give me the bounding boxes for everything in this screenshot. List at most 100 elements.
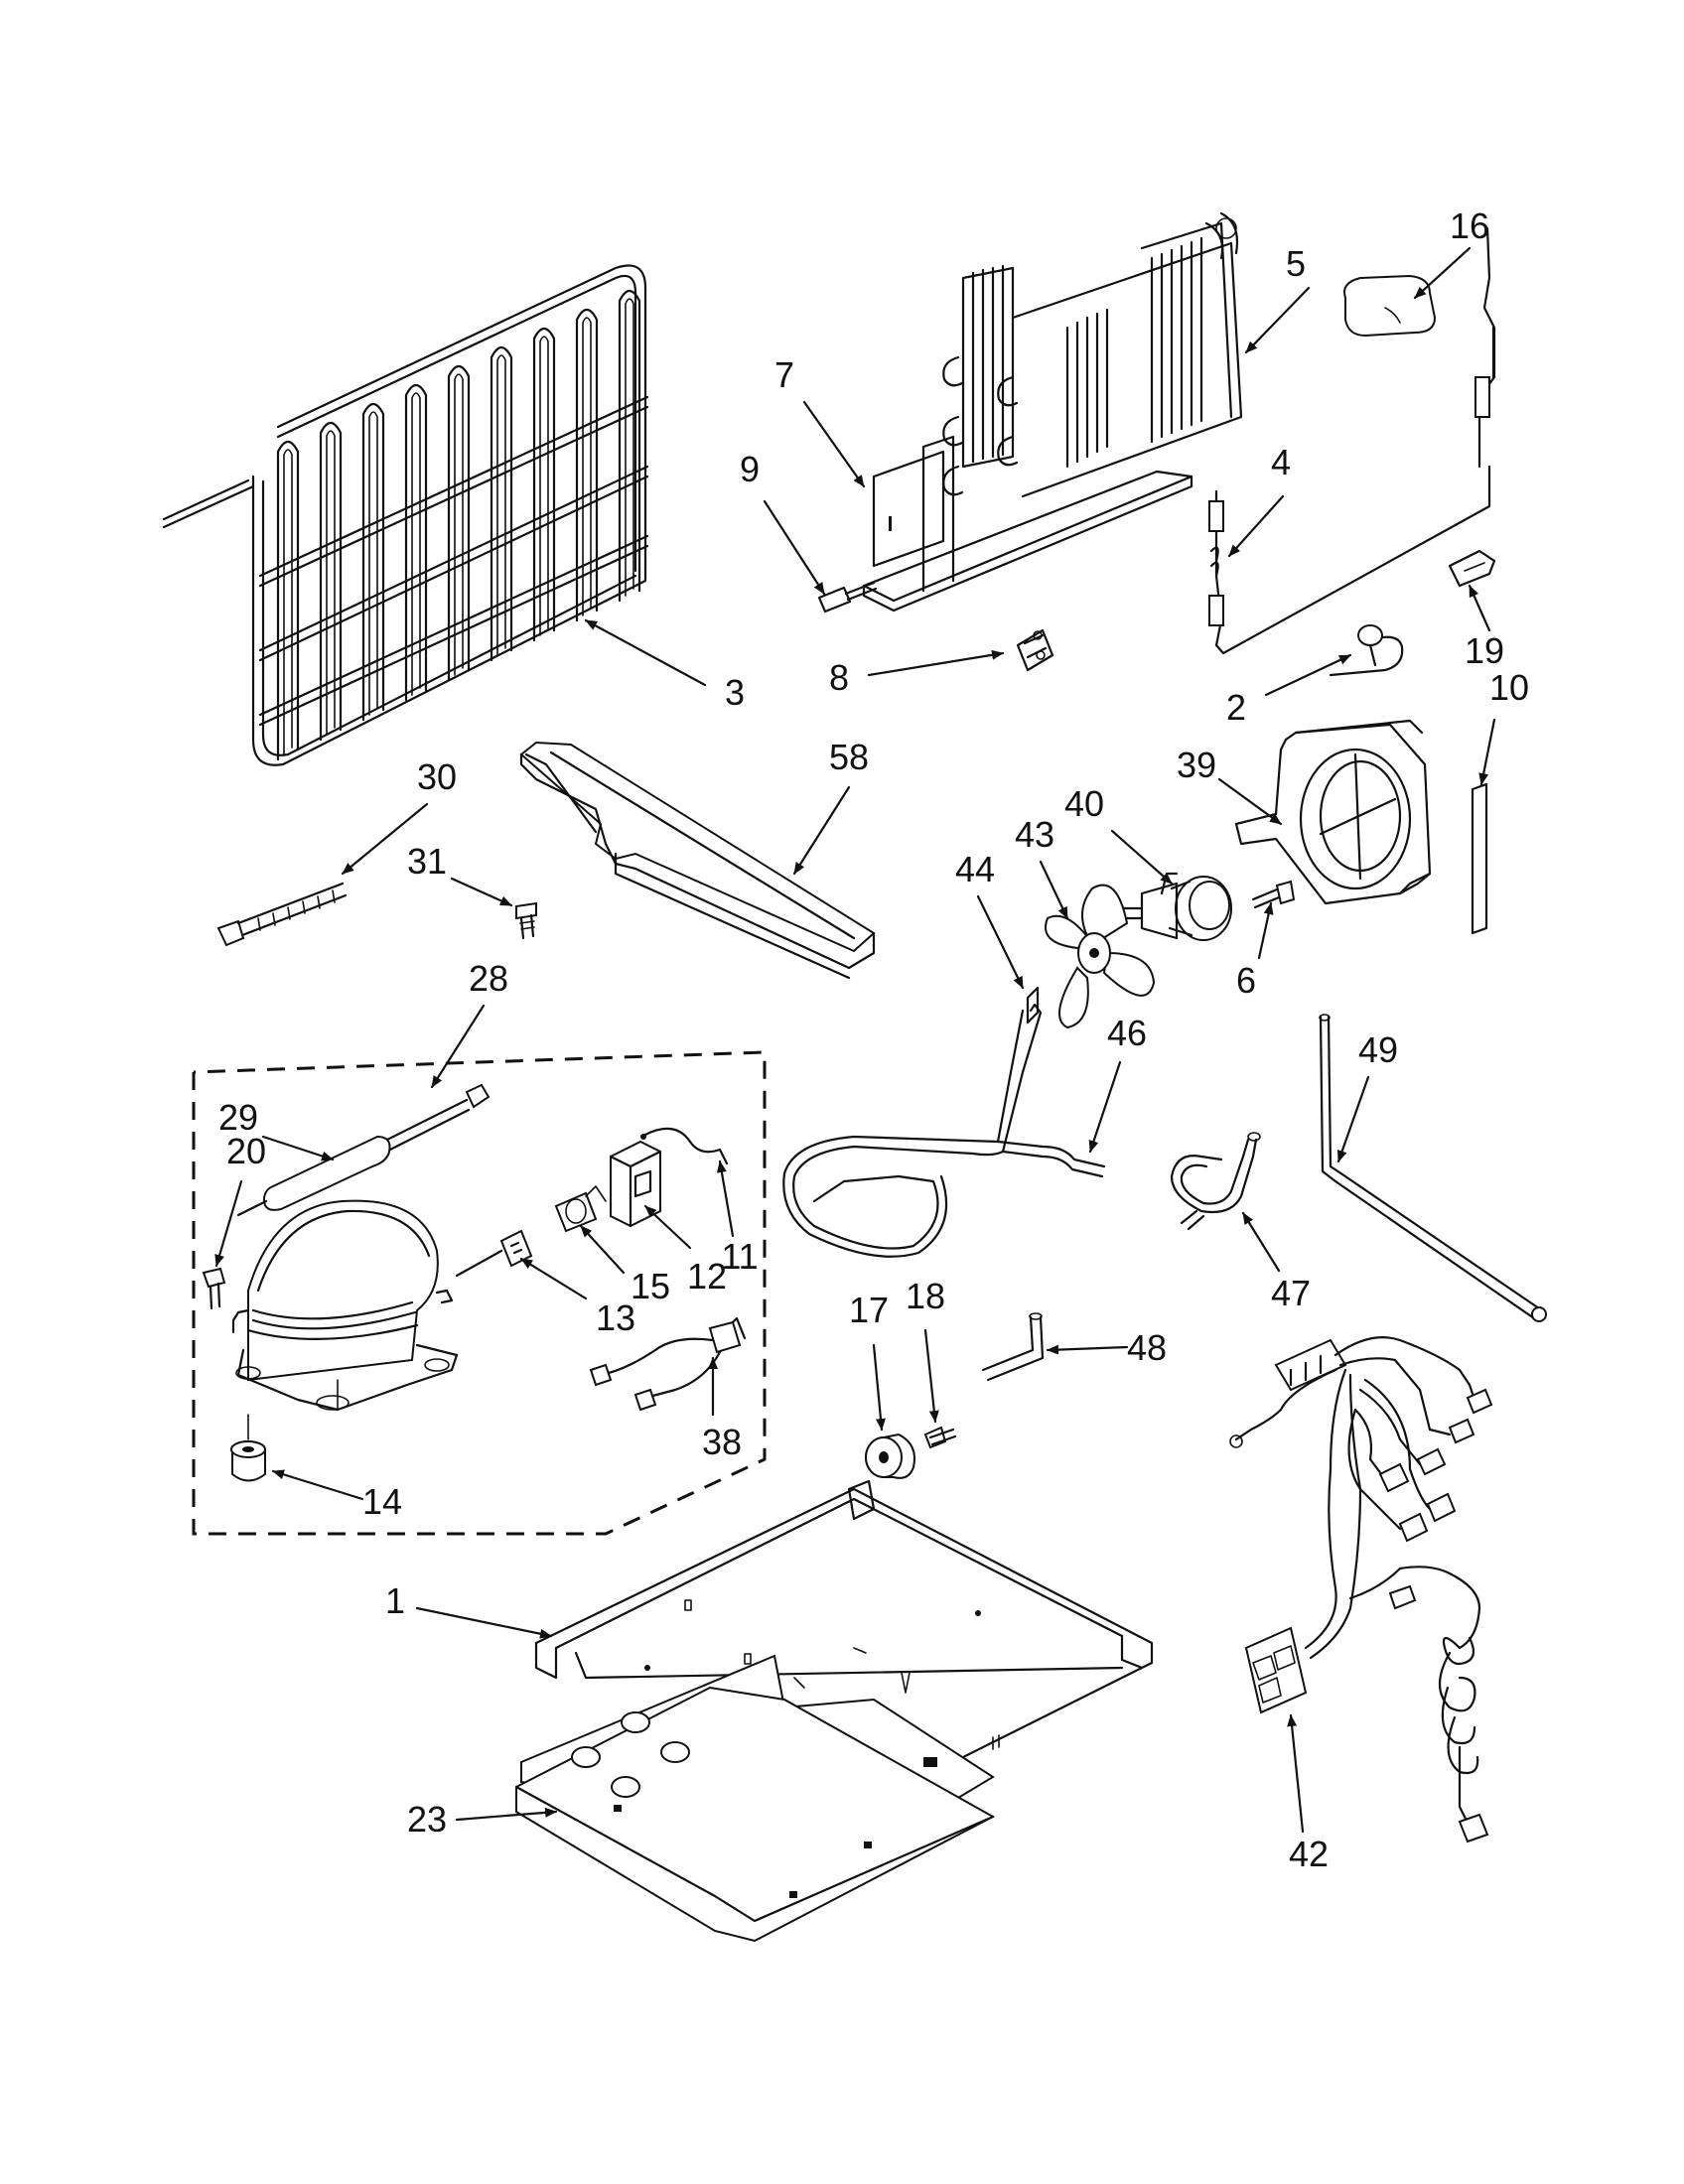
fan-blade-part [1045,884,1156,1029]
callout-31: 31 [407,841,447,882]
leader-19 [1468,584,1491,632]
fan-shroud-part [1234,719,1432,905]
callout-49: 49 [1358,1029,1398,1070]
insulation-part [514,1654,996,1943]
callout-2: 2 [1226,687,1246,728]
relay-clip-part [455,1229,533,1278]
clip-part-44 [1026,986,1040,1024]
callout-47: 47 [1271,1273,1311,1313]
leader-4 [1227,494,1285,558]
relay-part [609,1140,662,1228]
callout-14: 14 [362,1481,402,1522]
screw-part-9 [817,581,878,614]
callout-38: 38 [702,1422,742,1462]
leader-39 [1217,777,1283,826]
leader-8 [867,649,1005,677]
leader-17 [872,1343,886,1432]
leader-10 [1478,718,1496,786]
callout-3: 3 [725,672,745,713]
wire-part-11 [640,1127,729,1165]
callout-42: 42 [1289,1834,1329,1874]
callout-5: 5 [1286,243,1306,284]
callout-29: 29 [218,1097,258,1138]
callout-11: 11 [721,1236,758,1277]
leader-2 [1264,653,1352,697]
leader-30 [341,802,429,876]
drier-part [236,1083,491,1217]
fan-motor-part [1120,872,1232,941]
callout-13: 13 [596,1297,635,1338]
leader-23 [455,1807,558,1822]
cover-part-16 [1343,274,1437,338]
callout-1: 1 [385,1580,405,1621]
leader-16 [1413,246,1472,300]
overload-part [554,1185,607,1233]
screw-part-31 [515,901,537,940]
leader-7 [802,400,866,488]
callout-7: 7 [774,354,794,395]
callout-6: 6 [1236,960,1256,1001]
leader-11 [716,1160,735,1238]
compressor-part [231,1199,459,1412]
gasket-part-10 [1471,782,1488,935]
leader-6 [1257,901,1274,960]
leader-20 [214,1179,243,1268]
leader-49 [1336,1075,1370,1163]
leader-44 [976,894,1025,990]
callout-8: 8 [829,657,849,698]
leader-48 [1046,1344,1129,1355]
callout-30: 30 [417,756,457,797]
condenser-coil-part [162,264,649,766]
callout-19: 19 [1465,630,1504,671]
callout-labels: 1 2 3 4 5 6 7 8 9 10 11 12 13 14 15 16 1… [218,205,1529,1874]
clip-part-19 [1448,549,1496,588]
leader-13 [519,1257,588,1300]
defrost-wire-part [1208,226,1496,655]
callout-17: 17 [849,1290,889,1330]
tubing-part-47 [1170,1132,1261,1231]
screw-part-20 [202,1267,226,1310]
leader-18 [923,1328,939,1424]
leader-46 [1088,1060,1122,1154]
callout-46: 46 [1107,1013,1147,1053]
leader-9 [763,499,826,596]
grommet-part [230,1414,266,1482]
callout-12: 12 [687,1256,727,1297]
leader-15 [579,1224,626,1275]
leader-29 [261,1135,335,1161]
leader-3 [584,618,707,687]
callout-58: 58 [829,737,869,777]
callout-23: 23 [407,1799,447,1840]
callout-15: 15 [631,1266,670,1306]
leader-1 [415,1606,553,1639]
callout-28: 28 [469,958,508,999]
callout-4: 4 [1271,442,1291,482]
callout-39: 39 [1177,745,1216,785]
sensor-part-2 [1329,624,1404,677]
leader-40 [1110,829,1174,886]
cable-tie-part [216,882,348,947]
leader-58 [792,785,851,876]
screw-part-6 [1251,880,1296,909]
screw-part-18 [923,1426,957,1449]
leader-lines [214,246,1496,1834]
leader-42 [1287,1713,1305,1834]
leader-28 [430,1004,486,1089]
wire-harness-part [1229,1336,1493,1843]
callout-43: 43 [1015,814,1054,855]
callout-40: 40 [1064,783,1104,824]
leader-5 [1244,286,1311,354]
leader-31 [450,877,513,907]
grommet-part-17 [865,1433,915,1479]
tubing-part-49 [1319,1014,1547,1322]
compressor-group-boundary [192,1050,767,1536]
leader-14 [271,1469,364,1501]
leader-12 [643,1204,692,1250]
callout-9: 9 [740,449,760,489]
tubing-part-48 [981,1312,1045,1382]
clip-part-8 [1016,628,1054,672]
base-plate-part [534,1479,1154,1824]
tubing-part-46 [782,1003,1106,1258]
evaporator-part [862,211,1243,613]
